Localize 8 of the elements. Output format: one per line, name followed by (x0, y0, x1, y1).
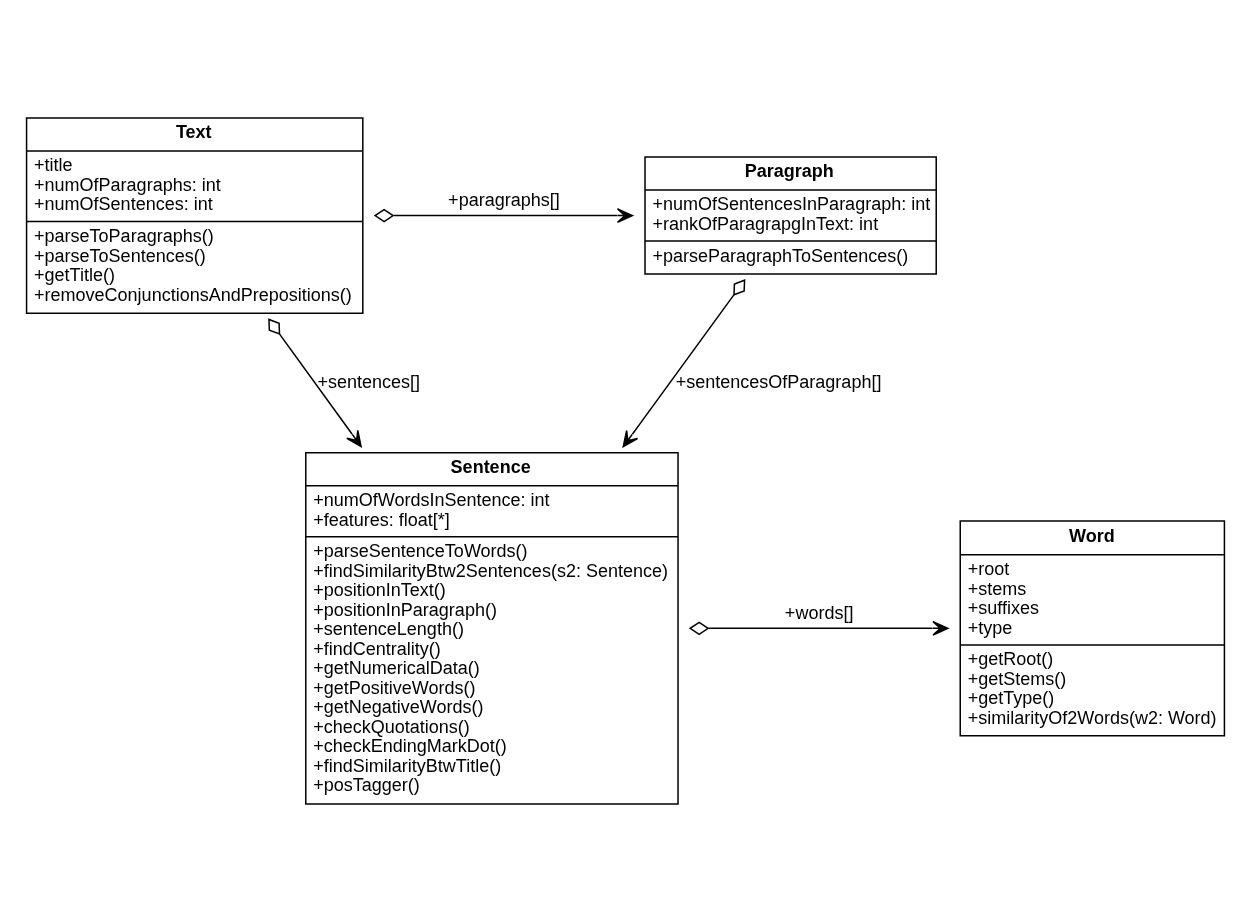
edge-label: +sentences[] (317, 371, 421, 392)
arrow (688, 620, 949, 636)
edge-label: +sentencesOfParagraph[] (675, 371, 882, 392)
edge-label: +words[] (784, 602, 854, 623)
arrow (622, 279, 746, 448)
arrow (268, 318, 362, 448)
edge-label: +paragraphs[] (448, 189, 560, 210)
arrow (373, 208, 634, 224)
